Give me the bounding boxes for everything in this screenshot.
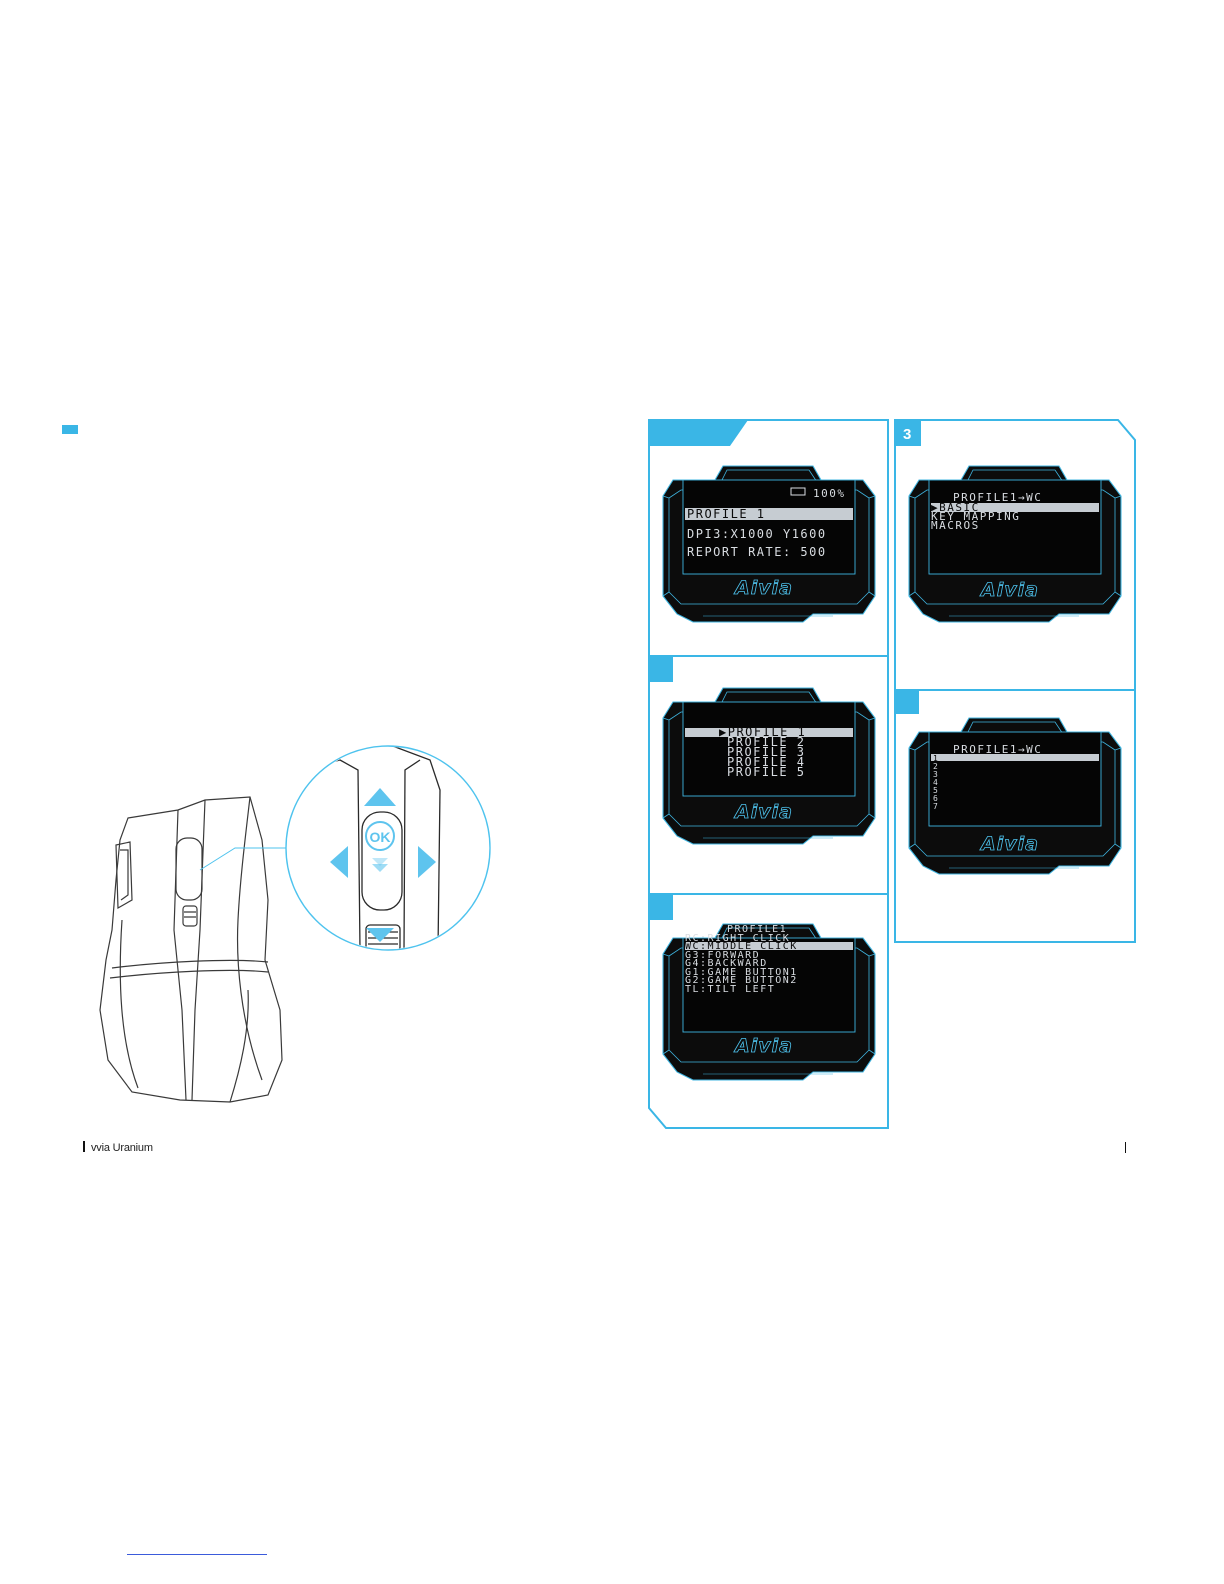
lcd-header: PROFILE1→WC: [953, 491, 1042, 504]
footer-bar: [83, 1141, 85, 1152]
battery-level: 100%: [813, 487, 846, 500]
lcd-line: 3: [933, 770, 939, 779]
lcd-panel-2: ▶PROFILE 1 PROFILE 2 PROFILE 3 PROFILE 4…: [662, 687, 876, 845]
lcd-line: PROFILE 3: [727, 745, 806, 759]
lcd-line: 6: [933, 794, 939, 803]
lcd-line: 1: [933, 754, 939, 763]
lcd-line: PROFILE 2: [727, 735, 806, 749]
lcd-line: 5: [933, 786, 939, 795]
aivia-logo: Aivia: [733, 801, 793, 823]
step-number-3: 3: [903, 426, 911, 443]
lcd-panel-3: PROFILE1→WC ▶BASIC KEY MAPPING MACROS Ai…: [908, 465, 1122, 623]
lcd-line: PROFILE 4: [727, 755, 806, 769]
lcd-line: RC:RIGHT CLICK: [685, 933, 790, 944]
lcd-line: 2: [933, 762, 939, 771]
ok-label: OK: [370, 829, 391, 845]
lcd-line: G1:GAME BUTTON1: [685, 967, 798, 978]
footer-brand-text: vvia Uranium: [91, 1142, 153, 1154]
lcd-line: 7: [933, 802, 939, 811]
aivia-logo: Aivia: [733, 577, 793, 599]
footer-left: vvia Uranium: [83, 1141, 153, 1154]
lcd-panel-5: PROFILE1 RC:RIGHT CLICK WC:MIDDLE CLICK …: [662, 923, 876, 1081]
lcd-header: PROFILE1→WC: [953, 743, 1042, 756]
lcd-line: WC:MIDDLE CLICK: [685, 941, 798, 952]
mouse-illustration: OK: [99, 745, 491, 1103]
footer-right-bar: [1125, 1142, 1126, 1153]
lcd-line: TL:TILT LEFT: [685, 984, 775, 995]
lcd-line: G2:GAME BUTTON2: [685, 975, 798, 986]
aivia-logo: Aivia: [979, 579, 1039, 601]
lcd-line: G3:FORWARD: [685, 950, 760, 961]
lcd-line: 4: [933, 778, 939, 787]
lcd-line: ▶PROFILE 1: [719, 725, 806, 739]
lcd-line: REPORT RATE: 500: [687, 545, 827, 559]
section-marker: [62, 425, 78, 434]
lcd-line: DPI3:X1000 Y1600: [687, 527, 827, 541]
lcd-line: PROFILE 1: [687, 507, 766, 521]
lcd-header: PROFILE1: [727, 924, 787, 935]
lcd-line: ▶BASIC: [931, 501, 980, 514]
lcd-panel-4: PROFILE1→WC 1 2 3 4 5 6 7 Aivia: [908, 717, 1122, 875]
bottom-underline: [127, 1554, 267, 1555]
aivia-logo: Aivia: [733, 1035, 793, 1057]
lcd-line: KEY MAPPING: [931, 510, 1020, 523]
lcd-line: PROFILE 5: [727, 765, 806, 779]
lcd-line: G4:BACKWARD: [685, 958, 768, 969]
aivia-logo: Aivia: [979, 833, 1039, 855]
lcd-line: MACROS: [931, 519, 980, 532]
lcd-panel-1: 100% PROFILE 1 DPI3:X1000 Y1600 REPORT R…: [662, 465, 876, 623]
